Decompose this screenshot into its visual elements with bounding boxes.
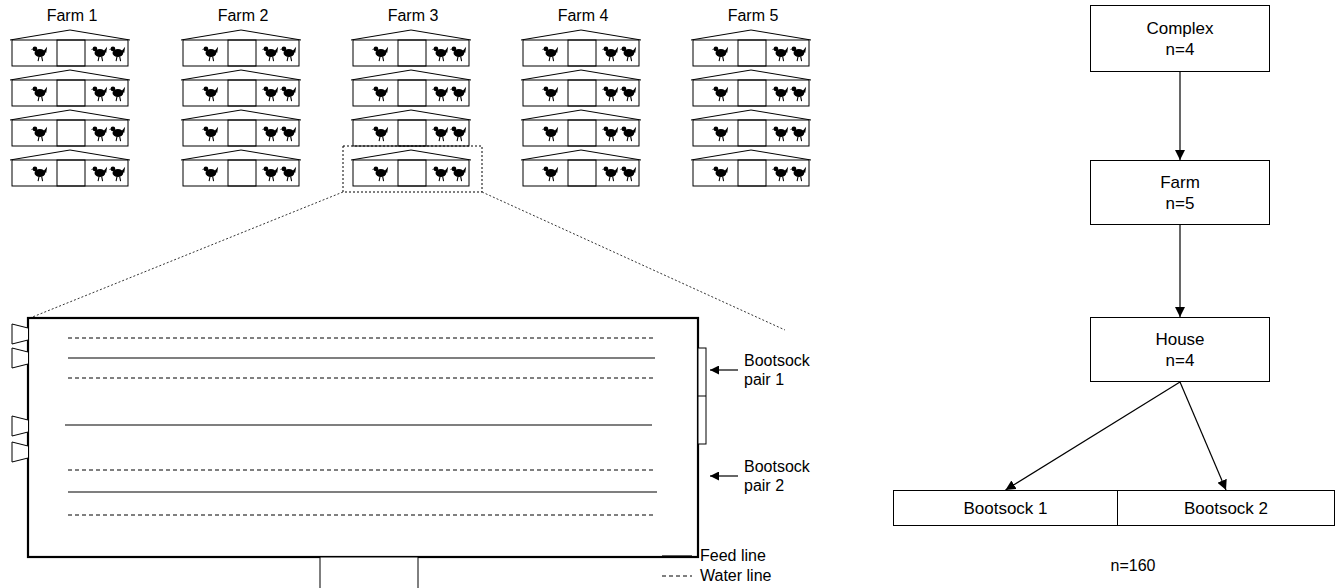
house-icon [181,110,301,146]
farm-label: Farm 5 [693,6,813,25]
legend-text: Feed line [700,547,766,564]
house-icon [181,70,301,106]
house-icon [10,30,130,66]
bootsock-label: Bootsock pair 1 [744,351,836,389]
farm-label: Farm 2 [183,6,303,25]
farm-label: Farm 3 [353,6,473,25]
house-icon [351,110,471,146]
process-box: Bootsock 1 [893,490,1118,526]
house-icon [10,110,130,146]
house-icon [351,70,471,106]
box-label: n=4 [1166,39,1195,60]
process-box: Housen=4 [1090,317,1270,382]
box-label: House [1155,329,1204,350]
box-label: n=5 [1166,193,1195,214]
box-label: Complex [1146,18,1213,39]
box-label: Farm [1160,172,1200,193]
flow-arrow [1006,382,1181,490]
flow-arrow [1179,72,1180,160]
house-icon [691,30,811,66]
zoom-line [30,192,343,318]
farm-label: Farm 4 [523,6,643,25]
legend-sample-solid [662,555,692,556]
house-icon [181,150,301,186]
house-icon [691,110,811,146]
process-box: Complexn=4 [1090,5,1270,72]
legend-sample-dashed [662,576,692,577]
box-label: Bootsock 1 [963,498,1047,519]
zoom-frame [343,146,482,192]
pointer-arrow [710,475,738,476]
flow-arrow [1180,382,1226,490]
legend-entry: Water line [700,566,771,585]
house-icon [521,150,641,186]
house-icon [10,70,130,106]
house-icon [10,150,130,186]
box-label: n=4 [1166,350,1195,371]
flow-arrow [1179,225,1180,317]
legend-text: Water line [700,567,771,584]
house-icon [691,150,811,186]
farm-label: Farm 1 [12,6,132,25]
total-label: n=160 [1070,556,1196,575]
process-box: Farmn=5 [1090,160,1270,225]
bootsock-label: Bootsock pair 2 [744,457,836,495]
house-icon [521,70,641,106]
legend-entry: Feed line [700,546,766,565]
house-icon [351,30,471,66]
box-label: Bootsock 2 [1184,498,1268,519]
house-icon [521,30,641,66]
house-plan [12,318,706,588]
zoom-line [482,192,785,330]
house-icon [521,110,641,146]
house-icon [351,150,471,186]
pointer-arrow [710,369,738,370]
farm-houses [10,30,811,186]
house-icon [691,70,811,106]
process-box: Bootsock 2 [1117,490,1335,526]
house-icon [181,30,301,66]
